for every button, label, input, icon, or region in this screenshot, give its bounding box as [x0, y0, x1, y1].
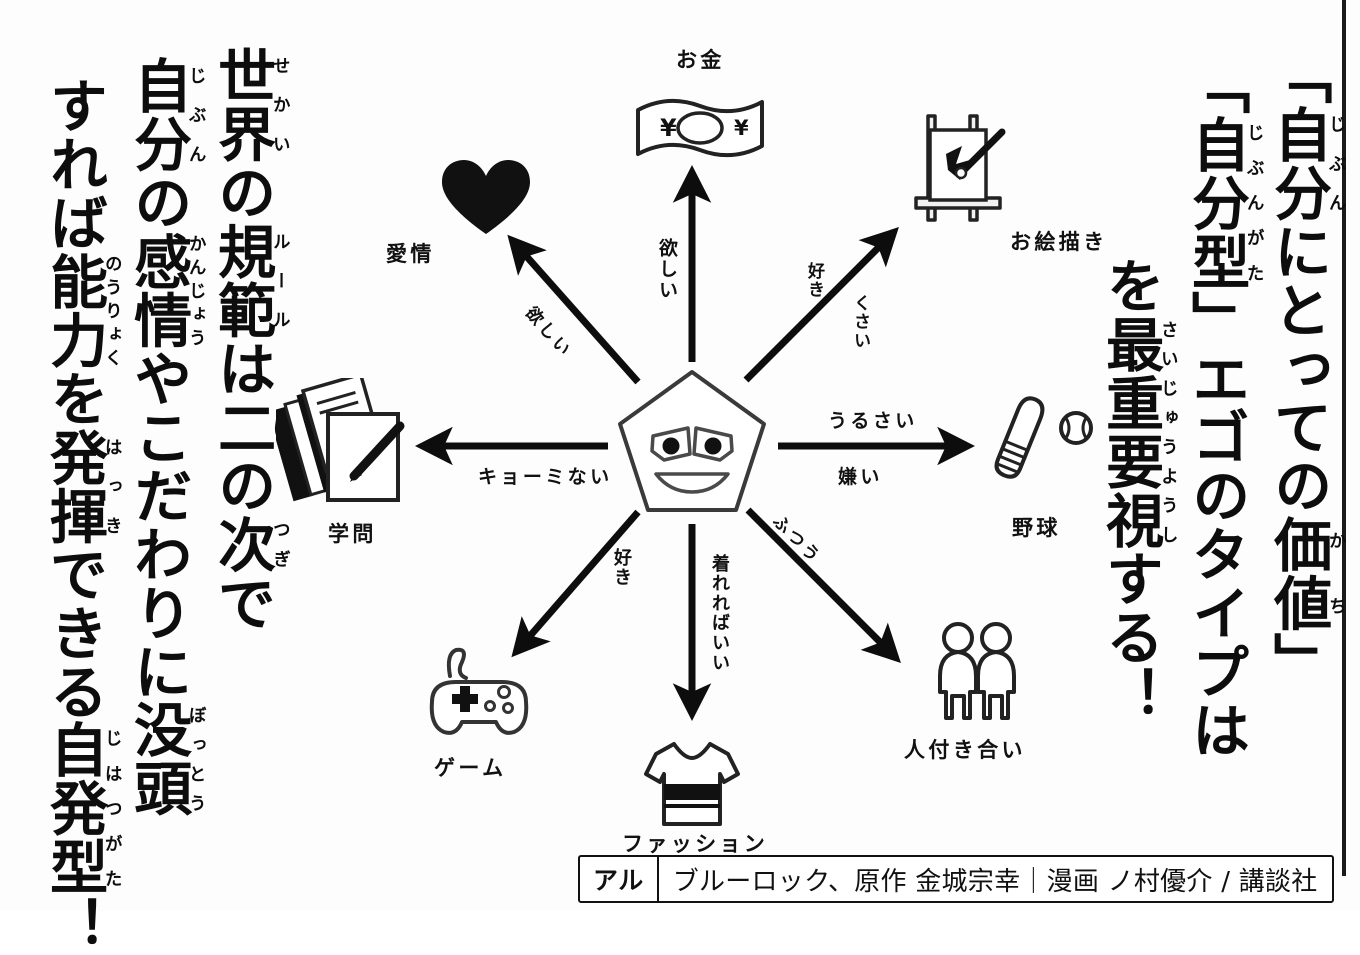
arrow-label-drawing-primary: 好き — [804, 262, 824, 300]
two-people-icon — [938, 622, 1016, 720]
left-pupil — [662, 437, 680, 455]
arrow-label-affection: 欲しい — [521, 303, 576, 362]
node-label-drawing: お絵描き — [1010, 230, 1108, 254]
right-text-column-3: 「自分じぶんにとっての価値かち」 — [1264, 46, 1347, 691]
node-affection — [438, 158, 534, 238]
node-label-affection: 愛情 — [386, 242, 435, 266]
node-label-fashion: ファッション — [622, 832, 769, 856]
node-games — [418, 640, 540, 750]
banknote-icon: ¥ ¥ — [636, 98, 764, 158]
baseball-bat-ball-icon — [994, 396, 1093, 479]
smile-icon — [654, 472, 730, 494]
right-pupil — [704, 437, 722, 455]
arrow-label-drawing-secondary: くさい — [850, 294, 870, 351]
easel-canvas-brush-icon — [914, 114, 1006, 222]
node-drawing — [906, 110, 1016, 230]
left-text-column-2: 自分じぶんの感情かんじょうやこだわりに没頭ぼっとう — [124, 56, 207, 818]
node-label-games: ゲーム — [434, 756, 507, 780]
node-study — [267, 372, 426, 518]
heart-icon — [442, 160, 530, 234]
arrow-label-baseball-primary: うるさい — [828, 410, 918, 432]
arrow-label-games: 好き — [611, 548, 632, 588]
books-pencil-icon — [267, 372, 405, 502]
manga-page: すれば能力のうりょくを発揮はっきできる自発型じはつがた！ 自分じぶんの感情かんじ… — [40, 0, 1347, 955]
node-fashion — [642, 738, 742, 830]
left-text-column-3: 世界せかいの規範ルールは二にの次つぎで — [208, 46, 291, 632]
credit-bar: アル ブルーロック、原作 金城宗幸｜漫画 ノ村優介 / 講談社 — [578, 855, 1334, 903]
node-label-socializing: 人付き合い — [904, 738, 1026, 762]
node-label-money: お金 — [676, 48, 725, 72]
left-text-column-1: すれば能力のうりょくを発揮はっきできる自発型じはつがた！ — [40, 76, 123, 955]
node-baseball — [978, 396, 1098, 506]
node-money: ¥ ¥ — [630, 88, 770, 168]
node-label-baseball: 野球 — [1012, 516, 1061, 540]
right-text-column-2: 「自分型じぶんがた」エゴのタイプは — [1182, 56, 1265, 759]
svg-text:¥: ¥ — [734, 116, 749, 140]
svg-text:¥: ¥ — [660, 114, 677, 142]
credit-brand-logo: アル — [580, 857, 659, 901]
tshirt-icon — [644, 742, 740, 826]
node-label-study: 学問 — [328, 522, 377, 546]
pentagon-ego-face — [618, 370, 766, 512]
arrow-label-money: 欲しい — [656, 238, 678, 301]
right-text-column-1: を最重要視さいじゅうようしする！ — [1096, 256, 1179, 725]
credit-text: ブルーロック、原作 金城宗幸｜漫画 ノ村優介 / 講談社 — [672, 866, 1318, 897]
node-socializing — [924, 618, 1030, 728]
arrow-label-baseball-secondary: 嫌い — [838, 466, 883, 488]
panel-border-line — [1342, 0, 1346, 876]
arrow-label-socializing: ふつう — [768, 511, 826, 569]
arrow-label-fashion: 着れればいい — [709, 554, 730, 673]
arrow-to-socializing — [745, 507, 901, 663]
game-controller-icon — [429, 647, 529, 735]
arrow-label-study: キョーミない — [478, 466, 613, 488]
